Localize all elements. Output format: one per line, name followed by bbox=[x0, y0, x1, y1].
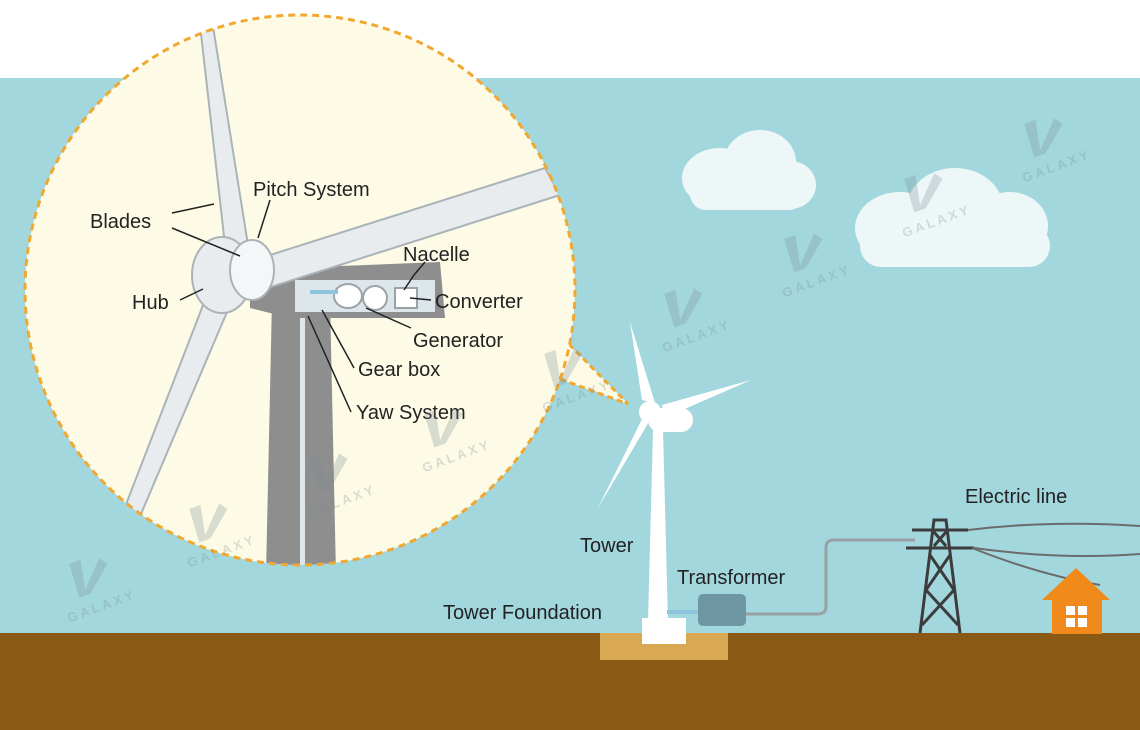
label-blades: Blades bbox=[90, 211, 151, 233]
turbine-hub bbox=[639, 401, 661, 423]
cloud-right bbox=[855, 168, 1050, 267]
turbine-blade-up bbox=[630, 322, 655, 403]
label-tower-foundation: Tower Foundation bbox=[443, 602, 602, 624]
house-icon bbox=[1042, 568, 1110, 634]
label-tower: Tower bbox=[580, 535, 634, 557]
callout-pointer bbox=[550, 326, 630, 406]
label-hub: Hub bbox=[132, 292, 169, 314]
zoomed-turbine bbox=[118, 18, 562, 565]
zoom-tower-cable bbox=[300, 300, 305, 565]
turbine-blade-right bbox=[662, 380, 751, 418]
foundation-base bbox=[642, 618, 686, 644]
gearbox-part bbox=[362, 285, 388, 311]
label-generator: Generator bbox=[413, 330, 503, 352]
cloud-left bbox=[682, 130, 816, 210]
zoom-callout-border bbox=[23, 13, 577, 567]
transformer-box bbox=[698, 594, 746, 626]
turbine-tower bbox=[648, 430, 668, 622]
pylon-icon bbox=[906, 518, 974, 634]
cable-to-pylon bbox=[746, 538, 915, 616]
label-converter: Converter bbox=[435, 291, 523, 313]
ground bbox=[0, 633, 1140, 730]
leader-lines bbox=[171, 199, 432, 413]
label-electric-line: Electric line bbox=[965, 486, 1067, 508]
wind-turbine bbox=[598, 322, 751, 622]
label-nacelle: Nacelle bbox=[403, 244, 470, 266]
label-gear-box: Gear box bbox=[358, 359, 440, 381]
label-transformer: Transformer bbox=[677, 567, 786, 589]
label-pitch-system: Pitch System bbox=[253, 179, 370, 201]
label-yaw-system: Yaw System bbox=[356, 402, 466, 424]
generator-part bbox=[333, 283, 363, 309]
turbine-blade-down bbox=[598, 413, 650, 508]
